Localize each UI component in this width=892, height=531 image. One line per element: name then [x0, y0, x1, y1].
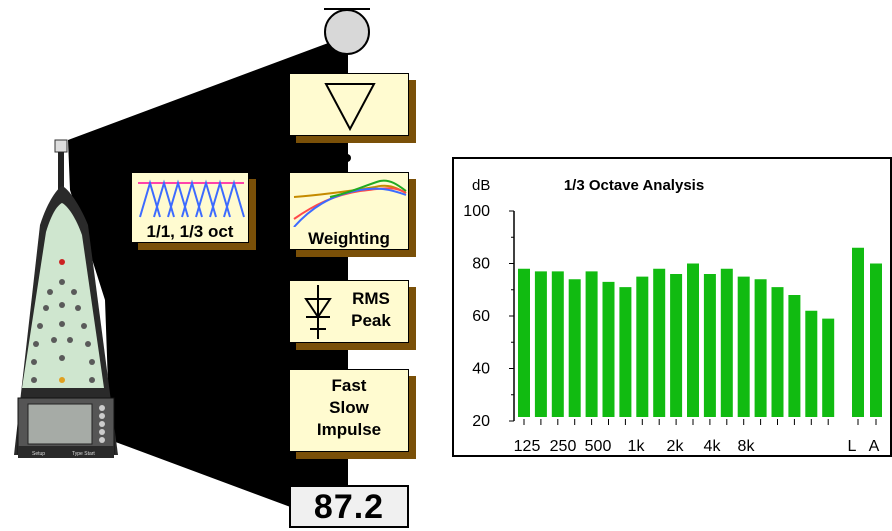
x-tick-label: 4k — [704, 438, 722, 455]
level-readout: 87.2 — [289, 485, 409, 528]
microphone-icon — [324, 9, 370, 55]
weighting-label: Weighting — [308, 229, 390, 248]
y-tick-label: 100 — [463, 203, 490, 220]
detector-peak-label: Peak — [351, 311, 391, 330]
y-tick-label: 20 — [472, 413, 490, 430]
overall-bar — [852, 247, 864, 417]
chart-title: 1/3 Octave Analysis — [564, 177, 704, 194]
band-bar — [585, 271, 598, 417]
band-bar — [737, 276, 750, 417]
meter-screen-right-label: Type Start — [72, 451, 95, 457]
x-tick-label: 250 — [550, 438, 577, 455]
band-bar — [636, 276, 649, 417]
meter-screen-left-label: Setup — [32, 451, 45, 457]
octave-bar-chart: dB 1/3 Octave Analysis 20 40 60 80 100 125 25… — [463, 177, 882, 455]
band-bar — [805, 310, 818, 417]
band-bar — [687, 263, 699, 417]
time-impulse-label: Impulse — [316, 420, 382, 439]
y-tick-label: 40 — [472, 361, 490, 378]
x-tick-label: 2k — [667, 438, 685, 455]
octave-filter-label: 1/1, 1/3 oct — [146, 222, 234, 241]
detector-box: RMS Peak — [289, 280, 409, 343]
weighting-curves-icon — [293, 179, 407, 227]
x-tick-label: A — [869, 438, 880, 455]
detector-rms-label: RMS — [352, 289, 390, 308]
weighting-box: Weighting — [289, 172, 409, 250]
amplifier-triangle-icon — [324, 83, 376, 132]
time-slow-label: Slow — [329, 398, 369, 417]
x-tick-label: 1k — [628, 438, 646, 455]
y-tick-label: 60 — [472, 308, 490, 325]
band-bar — [568, 279, 581, 417]
rectifier-diode-icon — [304, 285, 332, 339]
chart-ylabel: dB — [472, 177, 490, 194]
band-bar — [720, 268, 733, 417]
band-bar — [619, 287, 632, 417]
band-bar — [653, 268, 666, 417]
overall-bar — [870, 263, 882, 417]
x-tick-label: 500 — [585, 438, 612, 455]
band-bar — [754, 279, 767, 417]
band-bar — [602, 281, 615, 417]
y-tick-label: 80 — [472, 256, 490, 273]
signal-funnel — [68, 36, 347, 528]
band-bar — [771, 287, 784, 417]
x-tick-label: 8k — [738, 438, 756, 455]
time-weighting-box: Fast Slow Impulse — [289, 369, 409, 452]
band-bar — [518, 268, 530, 417]
band-bar — [703, 274, 716, 417]
time-fast-label: Fast — [331, 376, 367, 395]
junction-dot — [343, 154, 351, 162]
sound-level-meter — [14, 139, 118, 458]
band-bar — [788, 295, 801, 417]
x-tick-label: 125 — [514, 438, 541, 455]
filter-bank-icon — [138, 179, 245, 218]
band-bar — [822, 318, 835, 417]
band-bar — [551, 271, 564, 417]
octave-analysis-panel: dB 1/3 Octave Analysis 20 40 60 80 100 125 25… — [452, 157, 892, 457]
band-bar — [670, 274, 683, 417]
preamplifier-box — [289, 73, 409, 136]
octave-filter-box: 1/1, 1/3 oct — [131, 172, 249, 243]
band-bar — [534, 271, 547, 417]
x-tick-label: L — [848, 438, 857, 455]
